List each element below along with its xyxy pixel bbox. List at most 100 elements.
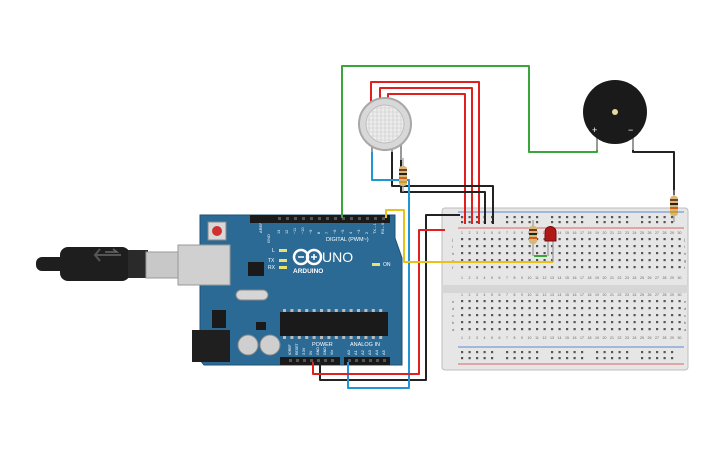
bb-hole[interactable] (551, 252, 554, 255)
rail-hole[interactable] (468, 351, 471, 354)
bb-hole[interactable] (641, 259, 644, 262)
bb-hole[interactable] (528, 266, 531, 269)
rail-hole[interactable] (483, 357, 486, 360)
rail-hole[interactable] (641, 221, 644, 224)
bb-hole[interactable] (678, 321, 681, 324)
rail-hole[interactable] (468, 221, 471, 224)
analog-pin[interactable] (383, 359, 386, 362)
bb-hole[interactable] (633, 321, 636, 324)
bb-hole[interactable] (603, 252, 606, 255)
digital-pin[interactable] (382, 217, 385, 220)
digital-pin[interactable] (374, 217, 377, 220)
analog-pin[interactable] (376, 359, 379, 362)
rail-hole[interactable] (596, 357, 599, 360)
digital-pin[interactable] (334, 217, 337, 220)
bb-hole[interactable] (663, 328, 666, 331)
bb-hole[interactable] (558, 266, 561, 269)
bb-hole[interactable] (558, 259, 561, 262)
bb-hole[interactable] (513, 300, 516, 303)
bb-hole[interactable] (588, 252, 591, 255)
rail-hole[interactable] (513, 221, 516, 224)
bb-hole[interactable] (656, 238, 659, 241)
bb-hole[interactable] (498, 252, 501, 255)
bb-hole[interactable] (551, 259, 554, 262)
bb-hole[interactable] (656, 328, 659, 331)
bb-hole[interactable] (461, 307, 464, 310)
rail-hole[interactable] (641, 357, 644, 360)
bb-hole[interactable] (678, 266, 681, 269)
bb-hole[interactable] (551, 328, 554, 331)
bb-hole[interactable] (513, 245, 516, 248)
bb-hole[interactable] (566, 252, 569, 255)
bb-hole[interactable] (588, 328, 591, 331)
digital-pin[interactable] (350, 217, 353, 220)
bb-hole[interactable] (558, 238, 561, 241)
bb-hole[interactable] (476, 300, 479, 303)
bb-hole[interactable] (596, 259, 599, 262)
bb-hole[interactable] (491, 314, 494, 317)
rail-hole[interactable] (551, 221, 554, 224)
bb-hole[interactable] (648, 266, 651, 269)
bb-hole[interactable] (663, 314, 666, 317)
bb-hole[interactable] (626, 266, 629, 269)
bb-hole[interactable] (476, 328, 479, 331)
bb-hole[interactable] (626, 259, 629, 262)
bb-hole[interactable] (603, 238, 606, 241)
bb-hole[interactable] (536, 314, 539, 317)
bb-hole[interactable] (543, 314, 546, 317)
rail-hole[interactable] (663, 351, 666, 354)
rail-hole[interactable] (521, 351, 524, 354)
bb-hole[interactable] (588, 321, 591, 324)
rail-hole[interactable] (596, 216, 599, 219)
rail-hole[interactable] (656, 351, 659, 354)
bb-hole[interactable] (611, 252, 614, 255)
bb-hole[interactable] (581, 307, 584, 310)
bb-hole[interactable] (648, 259, 651, 262)
digital-pin[interactable] (310, 217, 313, 220)
power-pin[interactable] (317, 359, 320, 362)
bb-hole[interactable] (596, 245, 599, 248)
bb-hole[interactable] (648, 252, 651, 255)
rail-hole[interactable] (536, 221, 539, 224)
bb-hole[interactable] (671, 300, 674, 303)
rail-hole[interactable] (596, 351, 599, 354)
wire-green-buzzer[interactable] (341, 65, 598, 218)
bb-hole[interactable] (618, 252, 621, 255)
bb-hole[interactable] (663, 266, 666, 269)
bb-hole[interactable] (588, 266, 591, 269)
bb-hole[interactable] (506, 266, 509, 269)
rail-hole[interactable] (618, 221, 621, 224)
bb-hole[interactable] (468, 266, 471, 269)
bb-hole[interactable] (618, 328, 621, 331)
bb-hole[interactable] (521, 238, 524, 241)
bb-hole[interactable] (633, 252, 636, 255)
bb-hole[interactable] (611, 245, 614, 248)
digital-pin[interactable] (326, 217, 329, 220)
power-pin[interactable] (324, 359, 327, 362)
bb-hole[interactable] (648, 245, 651, 248)
analog-pin[interactable] (348, 359, 351, 362)
rail-hole[interactable] (461, 357, 464, 360)
rail-hole[interactable] (648, 221, 651, 224)
rail-hole[interactable] (573, 357, 576, 360)
bb-hole[interactable] (498, 259, 501, 262)
rail-hole[interactable] (551, 351, 554, 354)
bb-hole[interactable] (506, 252, 509, 255)
bb-hole[interactable] (648, 314, 651, 317)
bb-hole[interactable] (521, 300, 524, 303)
rail-hole[interactable] (573, 216, 576, 219)
bb-hole[interactable] (483, 307, 486, 310)
digital-pin[interactable] (278, 217, 281, 220)
bb-hole[interactable] (641, 252, 644, 255)
bb-hole[interactable] (603, 307, 606, 310)
bb-hole[interactable] (476, 314, 479, 317)
bb-hole[interactable] (483, 266, 486, 269)
bb-hole[interactable] (671, 314, 674, 317)
rail-hole[interactable] (528, 357, 531, 360)
bb-hole[interactable] (491, 266, 494, 269)
bb-hole[interactable] (476, 252, 479, 255)
rail-hole[interactable] (468, 216, 471, 219)
rail-hole[interactable] (476, 216, 479, 219)
bb-hole[interactable] (596, 238, 599, 241)
rail-hole[interactable] (626, 351, 629, 354)
